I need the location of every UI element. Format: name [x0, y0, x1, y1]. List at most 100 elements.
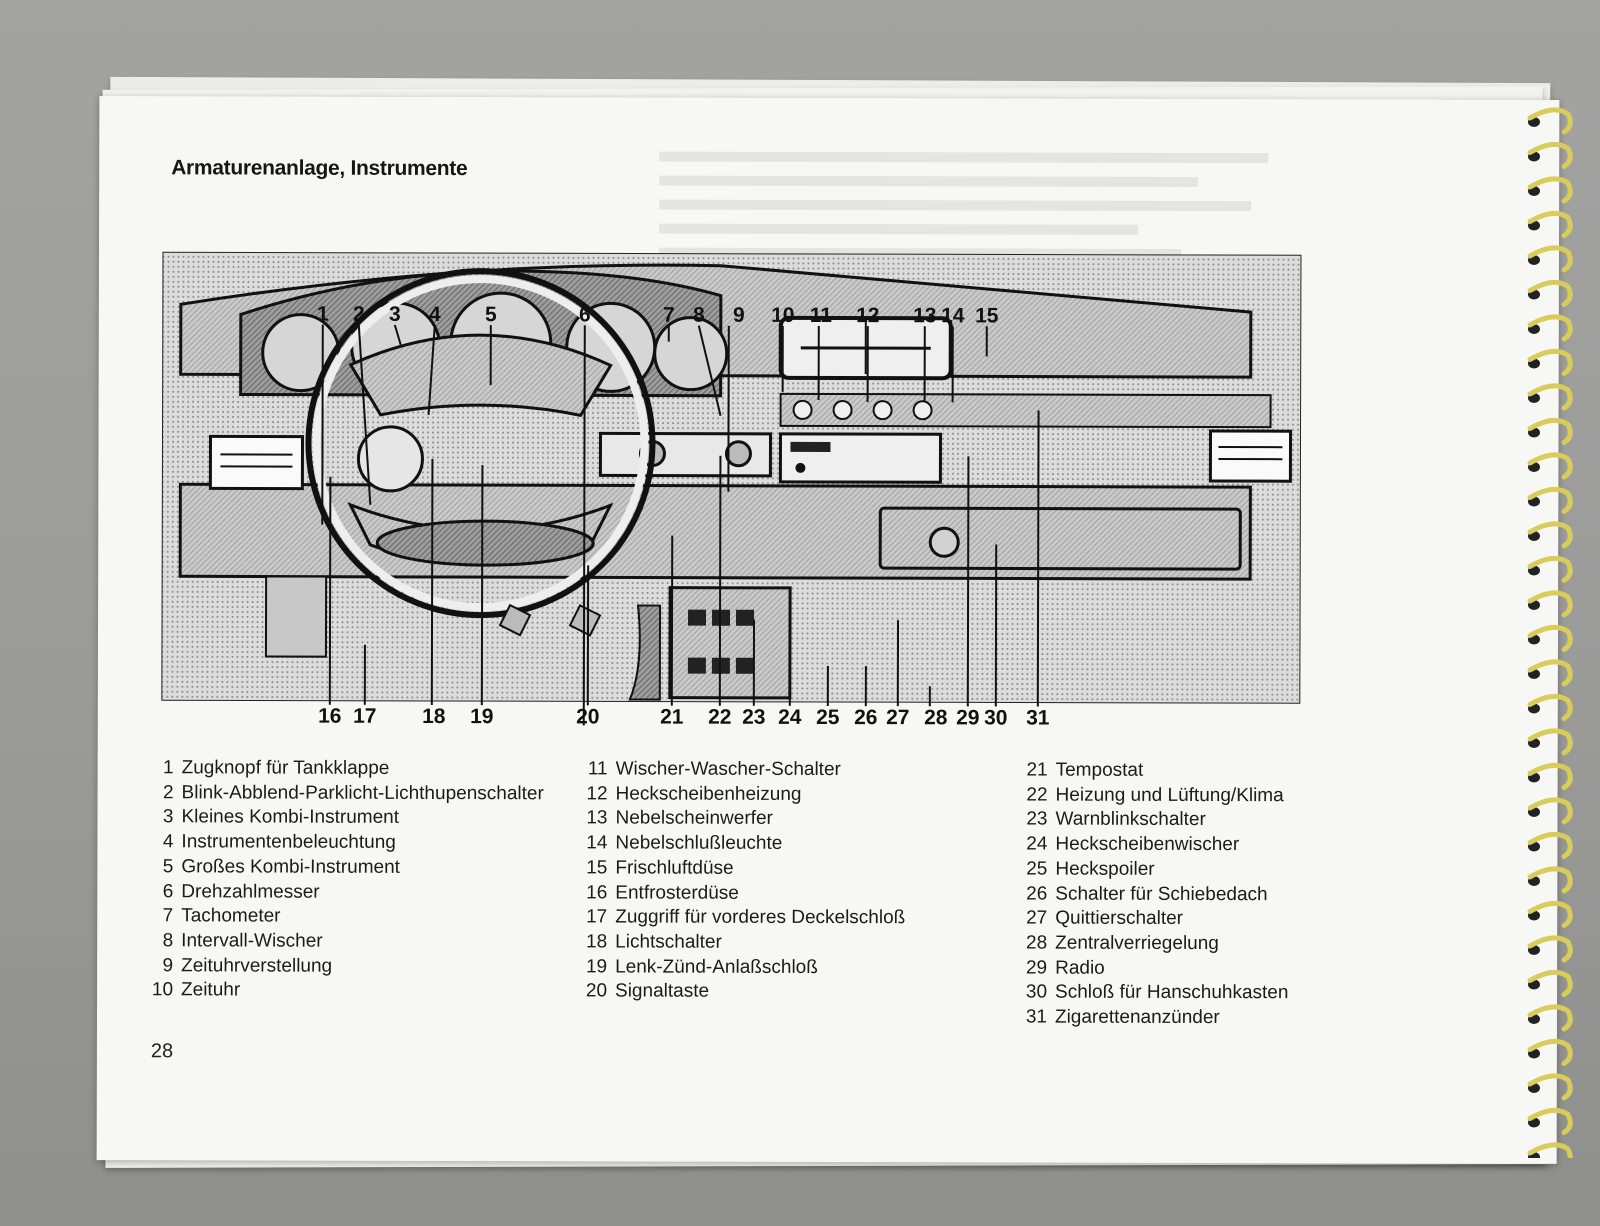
spiral-coil	[1527, 969, 1573, 997]
dashboard-drawing	[161, 251, 1302, 726]
legend-label: Quittierschalter	[1055, 907, 1184, 930]
callout-number: 2	[352, 302, 365, 326]
callout-number: 21	[660, 705, 684, 729]
callout-number: 7	[662, 303, 675, 327]
legend-number: 17	[586, 906, 608, 928]
callout-number: 19	[470, 705, 494, 729]
spiral-coil	[1527, 831, 1573, 859]
manual-page: Armaturenanlage, Instrumente	[96, 96, 1560, 1164]
legend-label: Warnblinkschalter	[1055, 809, 1206, 831]
spiral-coil	[1527, 452, 1573, 480]
spiral-coil	[1527, 1073, 1573, 1101]
spiral-coil	[1527, 521, 1573, 549]
legend-number: 31	[1025, 1006, 1048, 1028]
legend-label: Frischluftdüse	[615, 857, 734, 879]
callout-number: 26	[854, 706, 878, 730]
legend-item: 12 Heckscheibenheizung	[584, 782, 906, 808]
spiral-coil	[1527, 728, 1573, 756]
legend-number: 8	[162, 930, 174, 952]
callout-number: 9	[732, 303, 745, 327]
legend-number: 23	[1026, 808, 1048, 830]
legend-label: Drehzahlmesser	[181, 880, 320, 903]
legend-number: 6	[162, 880, 174, 902]
legend-number: 24	[1026, 833, 1048, 855]
legend-number: 9	[162, 954, 174, 976]
legend-label: Schloß für Hanschuhkasten	[1055, 981, 1289, 1004]
spiral-coil	[1527, 624, 1573, 652]
legend-label: Großes Kombi-Instrument	[181, 856, 400, 878]
spiral-coil	[1527, 1142, 1573, 1158]
legend-label: Signaltaste	[615, 980, 710, 1003]
spiral-coil	[1527, 141, 1573, 169]
legend-label: Intervall-Wischer	[181, 930, 323, 952]
callout-number: 27	[886, 706, 910, 730]
spiral-coil	[1527, 659, 1573, 687]
legend-label: Blink-Abblend-Parklicht-Lichthupenschalt…	[181, 782, 544, 804]
callout-number: 11	[809, 303, 832, 328]
legend-number: 27	[1026, 907, 1048, 929]
legend-item: 23 Warnblinkschalter	[1023, 808, 1288, 833]
legend-label: Zeituhr	[181, 979, 241, 1001]
legend-label: Instrumentenbeleuchtung	[181, 831, 396, 853]
legend-label: Schalter für Schiebedach	[1055, 883, 1268, 905]
callout-number: 6	[578, 303, 591, 327]
legend-number: 10	[151, 979, 174, 1001]
callout-number: 5	[484, 303, 497, 327]
legend-number: 21	[1026, 759, 1048, 781]
callout-number: 12	[856, 304, 880, 328]
callout-number: 25	[816, 705, 840, 730]
spiral-coil	[1527, 1107, 1573, 1135]
callout-number: 17	[353, 704, 377, 728]
legend-item: 25 Heckspoiler	[1023, 857, 1288, 882]
callout-number: 22	[708, 705, 732, 729]
spiral-coil	[1527, 176, 1573, 204]
legend-label: Lichtschalter	[615, 931, 722, 953]
legend-number: 12	[586, 783, 608, 805]
legend-label: Zuggriff für vorderes Deckelschloß	[615, 906, 906, 929]
legend-number: 28	[1026, 932, 1048, 954]
legend-number: 26	[1026, 883, 1048, 905]
spiral-coil	[1527, 555, 1573, 583]
spiral-coil	[1527, 866, 1573, 894]
legend-number: 19	[585, 955, 608, 978]
callout-number: 14	[941, 304, 965, 328]
legend-number: 11	[587, 758, 608, 780]
legend-number: 25	[1026, 858, 1048, 880]
legend-label: Zugknopf für Tankklappe	[181, 757, 390, 779]
callout-number: 28	[924, 706, 948, 730]
legend-number: 7	[162, 905, 174, 927]
page-title: Armaturenanlage, Instrumente	[171, 156, 468, 181]
legend-number: 18	[586, 931, 608, 953]
legend-label: Kleines Kombi-Instrument	[181, 806, 400, 829]
spiral-coil	[1527, 900, 1573, 928]
legend-item: 17 Zuggriff für vorderes Deckelschloß	[583, 906, 905, 932]
legend-label: Heckspoiler	[1055, 858, 1155, 880]
legend-number: 4	[162, 831, 174, 853]
spiral-coil	[1527, 417, 1573, 445]
legend-label: Heckscheibenwischer	[1055, 833, 1240, 856]
callout-number: 4	[428, 302, 441, 326]
legend-label: Heckscheibenheizung	[615, 783, 802, 805]
callout-number: 10	[771, 303, 795, 327]
legend-number: 14	[586, 832, 608, 854]
spiral-coil	[1527, 210, 1573, 238]
legend-number: 16	[586, 881, 608, 903]
dashboard-illustration: 1 2 3 4 5 6 7 8 9 10 11 12 13 14 15 16 1…	[160, 204, 1311, 747]
legend-number: 13	[586, 807, 608, 829]
spiral-coils	[1527, 107, 1573, 1158]
